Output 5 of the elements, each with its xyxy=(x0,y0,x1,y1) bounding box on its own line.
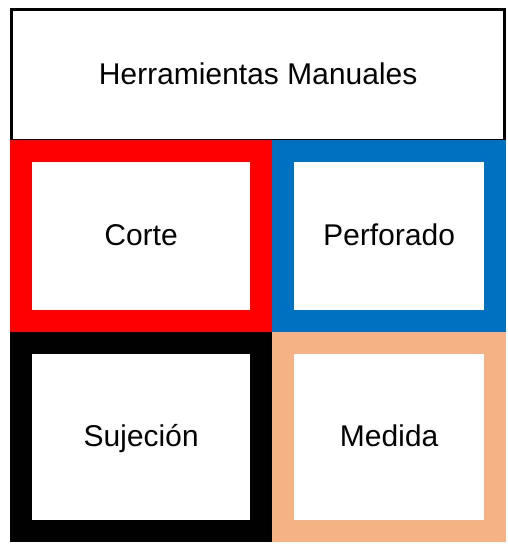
category-box: Sujeción xyxy=(10,332,272,542)
category-box: Perforado xyxy=(272,140,506,332)
heading-box: Herramientas Manuales xyxy=(10,8,506,142)
category-box: Medida xyxy=(272,332,506,542)
category-box: Corte xyxy=(10,140,272,332)
